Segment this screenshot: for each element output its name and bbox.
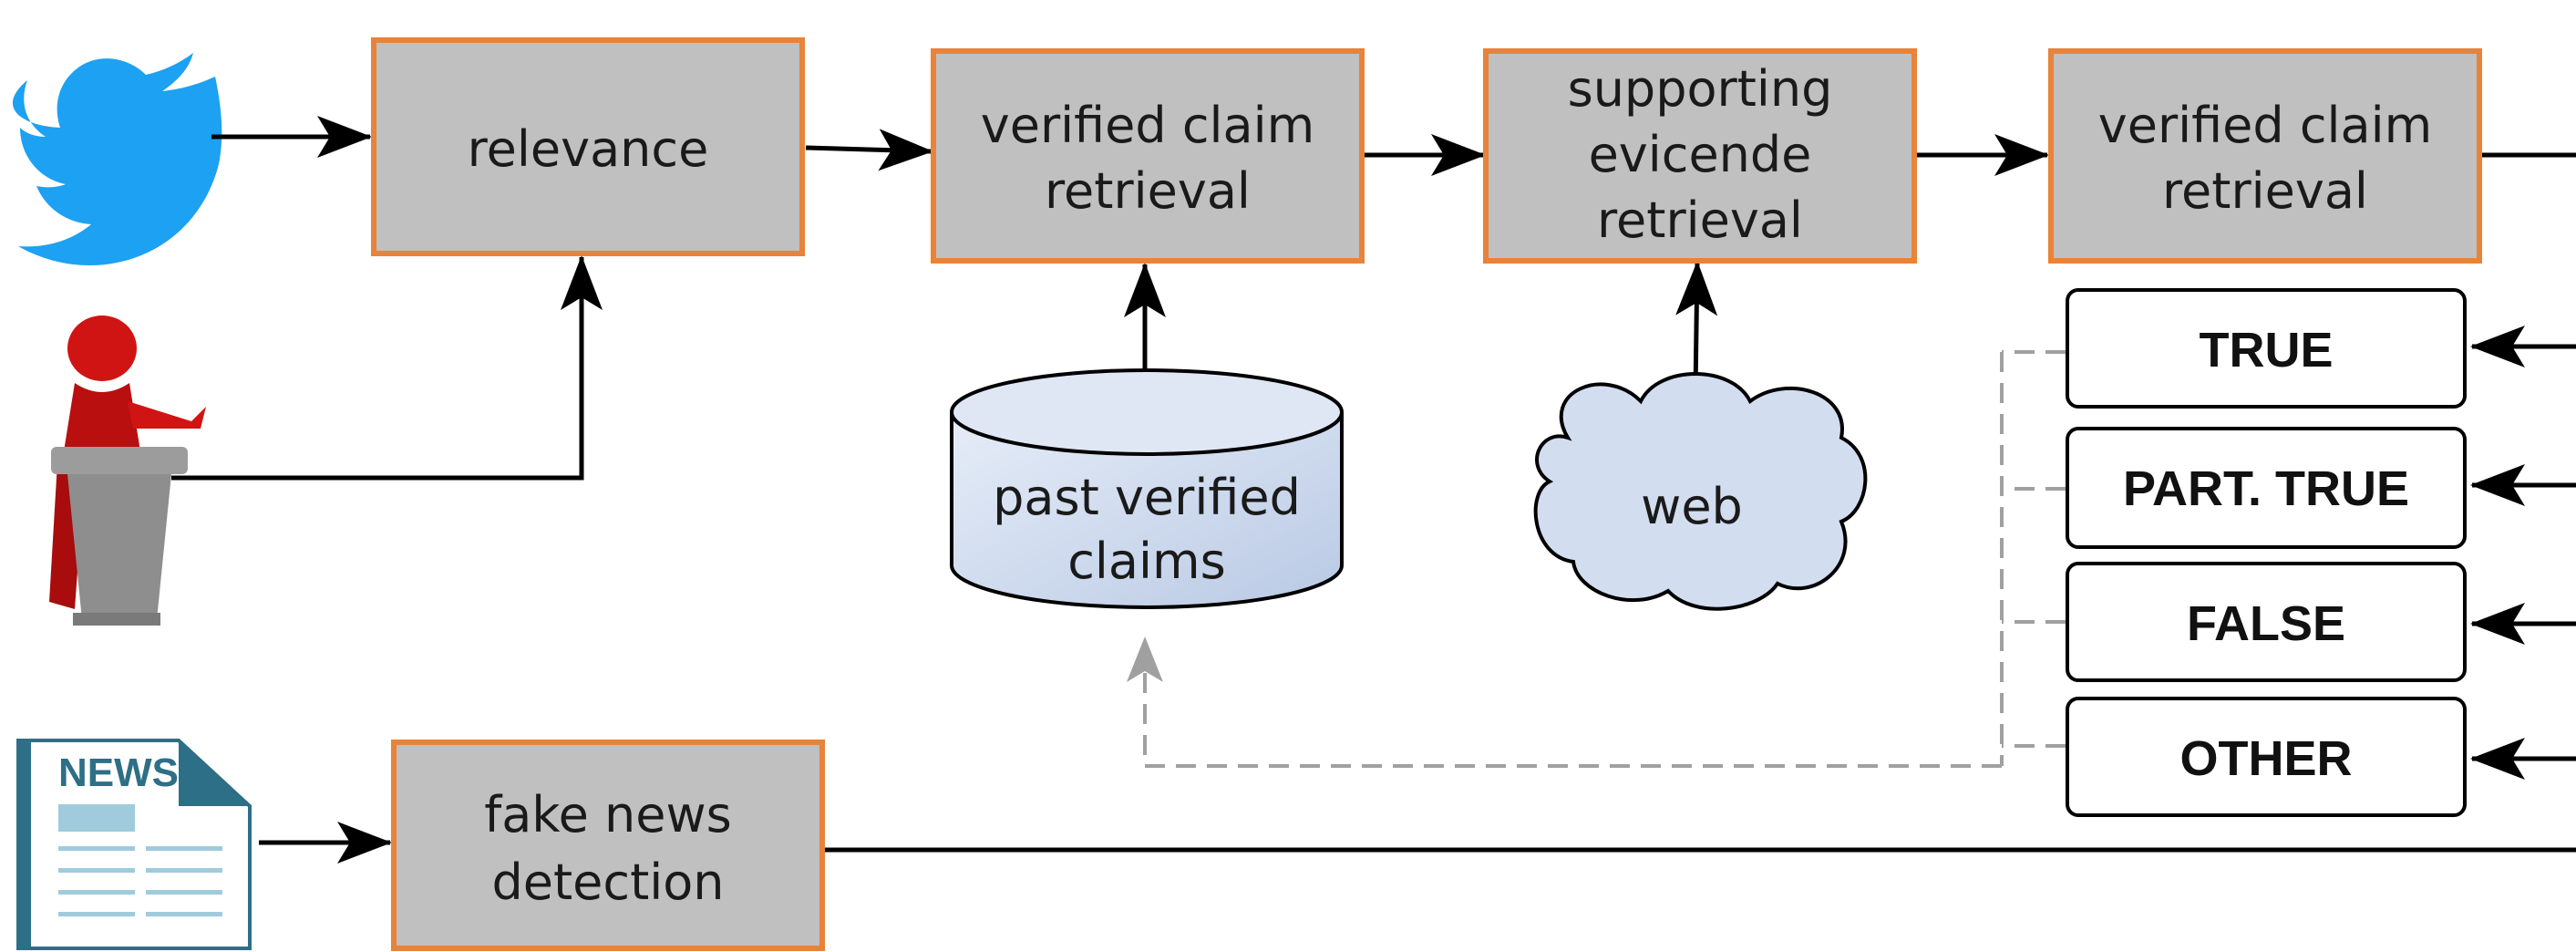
node-label-line: detection	[491, 854, 724, 911]
edge-web-to-evidence	[1675, 261, 1718, 393]
connectors	[171, 116, 2576, 864]
relevance-label: relevance	[468, 120, 709, 178]
node-label-line: fake news	[484, 786, 732, 843]
verdict-other: OTHER	[2066, 697, 2467, 817]
edge-relevance-to-claim-retrieval	[805, 129, 933, 171]
edge-feedback-to-past-claims	[1127, 636, 2002, 768]
process-supporting-evidence-retrieval: supporting evicende retrieval	[1483, 48, 1917, 264]
web-label: web	[1641, 478, 1743, 535]
verdict-false: FALSE	[2066, 562, 2467, 682]
node-label-line: supporting	[1568, 60, 1833, 118]
datastore-past-verified-claims: past verified claims	[950, 368, 1344, 609]
verdict-true: TRUE	[2066, 288, 2467, 409]
verdict-label: PART. TRUE	[2123, 461, 2409, 516]
cloud-web: web	[1533, 372, 1868, 611]
process-fake-news-detection: fake news detection	[391, 740, 825, 951]
verdict-part-true: PART. TRUE	[2066, 427, 2467, 549]
twitter-bird-icon	[12, 53, 222, 266]
node-label-line: retrieval	[2162, 162, 2368, 220]
verdict-label: FALSE	[2187, 596, 2345, 651]
node-label-line: retrieval	[1597, 191, 1803, 249]
speaker-at-podium-icon	[49, 316, 206, 626]
newspaper-icon: NEWS	[16, 739, 252, 950]
process-verified-claim-retrieval-1: verified claim retrieval	[931, 48, 1365, 264]
node-label-line: verified claim	[981, 97, 1314, 154]
verdict-label: TRUE	[2200, 323, 2334, 378]
node-label-line: retrieval	[1045, 162, 1251, 220]
process-verified-claim-retrieval-2: verified claim retrieval	[2048, 48, 2482, 264]
node-label-line: evicende	[1589, 126, 1812, 183]
news-word-label: NEWS	[58, 750, 179, 795]
edge-speaker-to-relevance	[171, 255, 603, 481]
process-relevance: relevance	[371, 37, 805, 256]
verdict-label: OTHER	[2180, 731, 2353, 786]
feedback-dashed-lines	[1127, 350, 2066, 768]
node-label-line: past verified	[993, 469, 1301, 526]
node-label-line: claims	[1067, 533, 1226, 590]
node-label-line: verified claim	[2098, 97, 2432, 154]
